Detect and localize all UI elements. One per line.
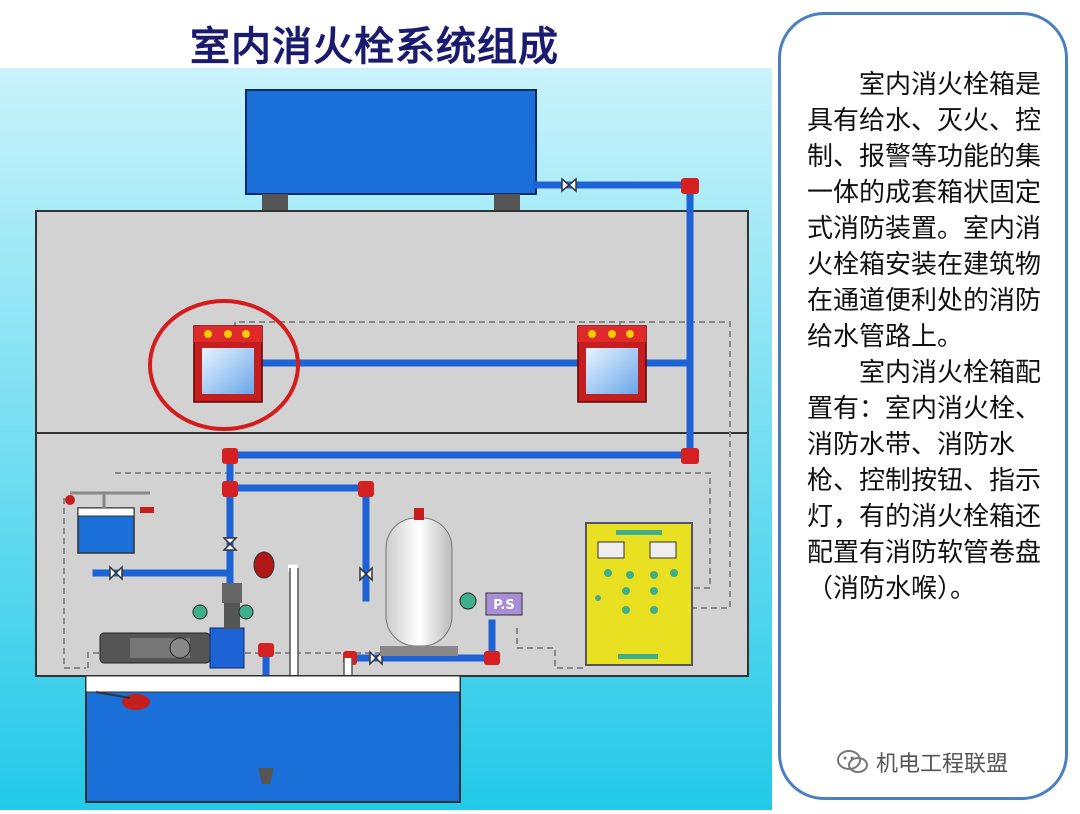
check-valve [253, 551, 275, 579]
pressure-vessel [380, 508, 458, 656]
pressure-switch: P.S [485, 592, 523, 616]
fire-water-pool [85, 675, 461, 803]
watermark-text: 机电工程联盟 [876, 752, 1009, 777]
hydrant-box-right [577, 325, 647, 403]
hydrant-box-left [193, 325, 263, 403]
foot-valve [258, 768, 274, 784]
wechat-icon [837, 750, 868, 773]
watermark: 机电工程联盟 [836, 746, 1008, 778]
description-panel: 室内消火栓箱是具有给水、灭火、控制、报警等功能的集一体的成套箱状固定式消防装置。… [778, 12, 1068, 800]
pressure-gauge [459, 592, 477, 610]
fire-pump [99, 583, 254, 669]
description-paragraph-2: 室内消火栓箱配置有：室内消火栓、消防水带、消防水枪、控制按钮、指示灯，有的消火栓… [807, 358, 1042, 604]
highlight-circle [148, 299, 300, 431]
tank-support-right [494, 194, 520, 212]
description-paragraph-1: 室内消火栓箱是具有给水、灭火、控制、报警等功能的集一体的成套箱状固定式消防装置。… [807, 70, 1042, 352]
small-water-tank [65, 491, 154, 554]
description-text: 室内消火栓箱是具有给水、灭火、控制、报警等功能的集一体的成套箱状固定式消防装置。… [807, 67, 1045, 607]
tank-support-left [262, 194, 288, 212]
pipe-fittings [222, 178, 699, 665]
hydrant-system-diagram: P.S [0, 68, 772, 810]
svg-text:P.S: P.S [493, 598, 514, 613]
pipe-valves [109, 177, 577, 666]
control-cabinet [585, 522, 693, 666]
page-title: 室内消火栓系统组成 [190, 24, 559, 70]
roof-water-tank [245, 89, 537, 195]
